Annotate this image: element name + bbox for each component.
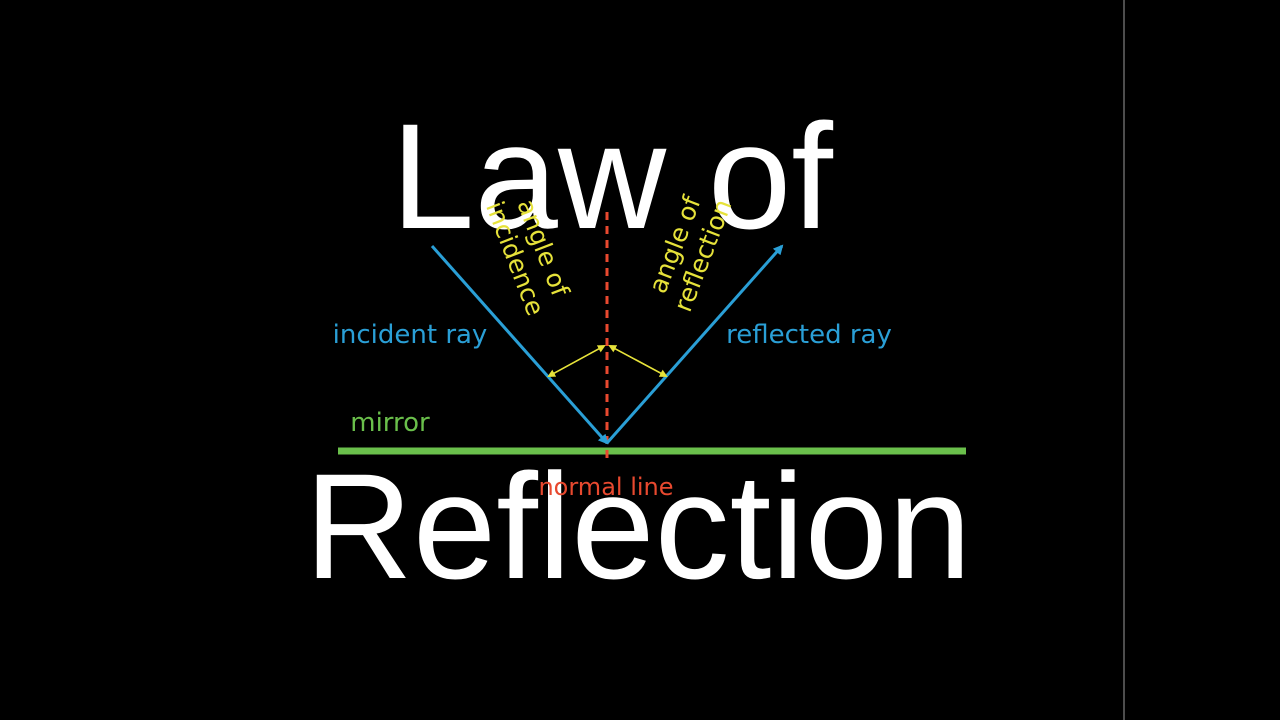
incident-ray	[430, 245, 609, 445]
reflected-ray-label: reflected ray	[726, 320, 892, 350]
reflected-ray	[605, 244, 784, 444]
title-line-2: Reflection	[304, 442, 971, 610]
title-line-1: Law of	[391, 92, 833, 260]
mirror-label: mirror	[350, 408, 430, 438]
incident-ray-label: incident ray	[333, 320, 488, 350]
angle-of-incidence-arrow-back	[547, 345, 605, 377]
normal-line-label: normal line	[538, 473, 673, 501]
angle-of-reflection-arrow-back	[608, 345, 667, 377]
